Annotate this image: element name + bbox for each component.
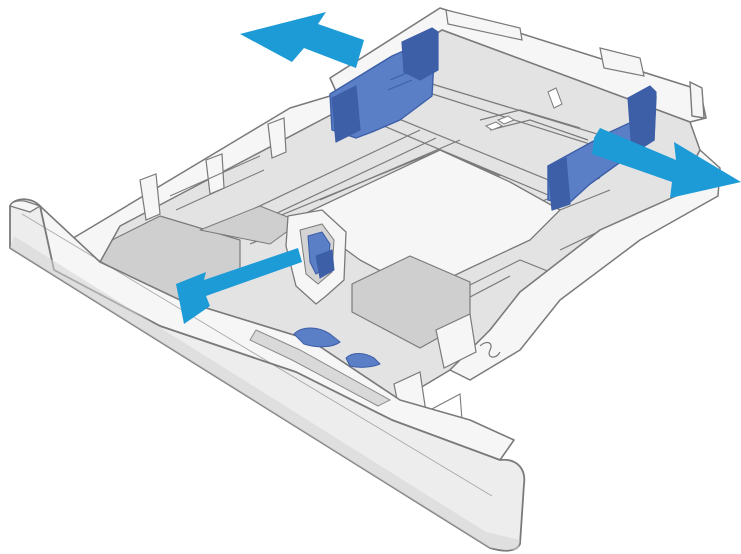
tray-floor	[91, 29, 701, 401]
tray-left-wall	[59, 95, 341, 263]
paper-length-guide[interactable]	[329, 27, 439, 143]
tray-left-corner	[9, 200, 42, 213]
arrow-right-icon	[592, 128, 741, 198]
release-lever[interactable]	[293, 327, 381, 368]
paper-width-guide-left[interactable]	[285, 209, 347, 305]
arrow-front-left-icon	[176, 248, 302, 324]
arrow-left-icon	[240, 12, 364, 68]
